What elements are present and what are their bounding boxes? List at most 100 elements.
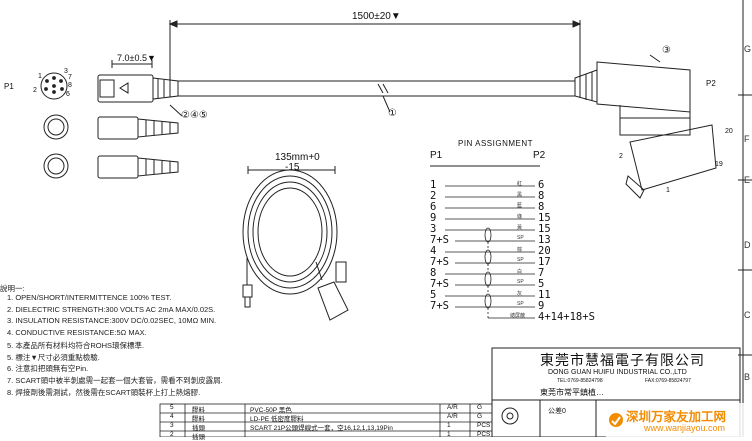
edge-letter: E bbox=[744, 175, 751, 185]
pin-right-value: 15 bbox=[538, 212, 551, 224]
pin-right-value: 11 bbox=[538, 289, 551, 301]
label-p1: P1 bbox=[4, 82, 14, 91]
pin-left-value: 1 bbox=[430, 179, 437, 191]
scart-label-1: 1 bbox=[666, 187, 670, 194]
pin-left-value: 7+S bbox=[430, 256, 449, 268]
din-pin-7: 7 bbox=[68, 74, 72, 81]
edge-letter: D bbox=[744, 240, 751, 250]
bom-cell-item: 5 bbox=[170, 404, 174, 411]
callout-1: ① bbox=[388, 108, 397, 119]
bom-cell-item: 4 bbox=[170, 413, 174, 420]
bom-cell-u2: PCS bbox=[477, 422, 491, 429]
din-face-bottom bbox=[43, 153, 69, 179]
dim-coil-top: 135mm+0 bbox=[275, 152, 320, 163]
scart-plug-side bbox=[574, 61, 691, 136]
scart-face bbox=[625, 124, 717, 199]
dim-strip-label: 7.0±0.5▼ bbox=[117, 53, 156, 63]
bom-cell-name: 插頭 bbox=[192, 425, 205, 432]
pin-right-value: 17 bbox=[538, 256, 551, 268]
bom-cell-spec: LD-PE 低密度膠料 bbox=[250, 416, 304, 423]
pin-wire-label: SP bbox=[517, 279, 524, 285]
edge-letter: F bbox=[744, 134, 750, 144]
pin-wire-label: SP bbox=[517, 235, 524, 241]
din-face-middle bbox=[43, 114, 69, 140]
pin-right-value: 4+14+18+S bbox=[538, 311, 595, 323]
bom-cell-spec: PVC-50P 黑色 bbox=[250, 407, 292, 414]
bom-cell-u2: G bbox=[477, 413, 483, 420]
pin-wire-label: 黃 bbox=[517, 225, 523, 231]
pin-left-value: 3 bbox=[430, 223, 437, 235]
scart-label-20: 20 bbox=[725, 128, 733, 135]
title-block bbox=[491, 347, 741, 437]
bom-table bbox=[159, 403, 493, 437]
note-item: 5. 標注▼尺寸必須重點檢驗. bbox=[7, 352, 100, 362]
tolerance-label: 公差0 bbox=[548, 408, 566, 415]
bom-cell-name: 膠料 bbox=[192, 407, 205, 414]
callout-3: ③ bbox=[662, 45, 671, 56]
pin-wire-label: 黑 bbox=[517, 192, 523, 198]
edge-letter: G bbox=[744, 44, 752, 54]
pin-wire-label: 藍 bbox=[517, 203, 523, 209]
pin-right-value: 15 bbox=[538, 223, 551, 235]
company-tel: TEL:0769-85824798 bbox=[557, 378, 603, 384]
pin-left-value: 7+S bbox=[430, 278, 449, 290]
bom-cell-u1: 1 bbox=[447, 422, 451, 429]
pin-right-value: 9 bbox=[538, 300, 545, 312]
din-pin-3: 3 bbox=[64, 68, 68, 75]
dim-coil-bottom: -15 bbox=[285, 162, 300, 173]
pin-left-value: 9 bbox=[430, 212, 437, 224]
scart-label-19: 19 bbox=[715, 161, 723, 168]
pin-col-left: P1 bbox=[430, 150, 443, 161]
note-item: 7. SCART頭中被半剝處需一起套一個大套管，需看不到剝皮露屑. bbox=[7, 375, 223, 385]
watermark-box: 深圳万家友加工网 www.wanjiayou.com bbox=[606, 403, 752, 437]
pin-right-value: 8 bbox=[538, 201, 545, 213]
pin-left-value: 5 bbox=[430, 289, 437, 301]
din-plug-middle bbox=[97, 116, 179, 140]
pin-wire-label: 白 bbox=[517, 269, 523, 275]
bom-cell-u1: A/R bbox=[447, 413, 458, 420]
company-name-cn: 東莞市慧福電子有限公司 bbox=[540, 353, 705, 369]
pin-right-value: 20 bbox=[538, 245, 551, 257]
pin-assignment-title: PIN ASSIGNMENT bbox=[458, 139, 534, 148]
dim-length-label: 1500±20▼ bbox=[352, 11, 401, 22]
pin-wire-label: SP bbox=[517, 257, 524, 263]
pin-left-value: 7+S bbox=[430, 300, 449, 312]
bom-cell-name: 插頭 bbox=[192, 434, 205, 441]
din-pin-1: 1 bbox=[38, 73, 42, 80]
bom-cell-u2: G bbox=[477, 404, 483, 411]
cable-coil bbox=[242, 169, 349, 321]
din-pin-6: 6 bbox=[66, 91, 70, 98]
pin-left-value: 4 bbox=[430, 245, 437, 257]
din-face-top bbox=[40, 72, 68, 100]
watermark-url: www.wanjiayou.com bbox=[644, 423, 726, 433]
note-item: 4. CONDUCTIVE RESISTANCE:5Ω MAX. bbox=[7, 328, 147, 338]
watermark-cn: 深圳万家友加工网 bbox=[626, 410, 727, 424]
pin-right-value: 8 bbox=[538, 190, 545, 202]
pin-wire-label: 灰 bbox=[517, 291, 523, 297]
din-plug-top bbox=[97, 74, 179, 103]
bom-cell-item: 3 bbox=[170, 422, 174, 429]
pin-right-value: 6 bbox=[538, 179, 545, 191]
pin-right-value: 13 bbox=[538, 234, 551, 246]
note-item: 3. INSULATION RESISTANCE:300V DC/0.02SEC… bbox=[7, 316, 217, 326]
note-item: 8. 焊接劑後需測試，然後需在SCART頭裝杯上打上熱熔膠. bbox=[7, 387, 201, 397]
company-name-en: DONG GUAN HUIFU INDUSTRIAL CO.,LTD bbox=[548, 369, 687, 376]
din-plug-bottom bbox=[97, 155, 179, 179]
edge-letter: C bbox=[744, 310, 751, 320]
din-pin-8: 8 bbox=[68, 82, 72, 89]
projection-symbol bbox=[501, 407, 519, 425]
pin-left-value: 7+S bbox=[430, 234, 449, 246]
edge-letter: B bbox=[744, 372, 751, 382]
pin-wire-label: 總屏蔽 bbox=[510, 313, 526, 319]
pin-wire-label: 綠 bbox=[517, 214, 523, 220]
pin-wire-label: SP bbox=[517, 301, 524, 307]
note-item: 6. 注意扣把頭無有空Pin. bbox=[7, 364, 89, 374]
pin-left-value: 6 bbox=[430, 201, 437, 213]
din-pin-2: 2 bbox=[33, 87, 37, 94]
note-item: 2. DIELECTRIC STRENGTH:300 VOLTS AC 2mA … bbox=[7, 304, 216, 314]
bom-cell-item: 2 bbox=[170, 431, 174, 438]
pin-left-value: 2 bbox=[430, 190, 437, 202]
pin-wire-label: 棕 bbox=[517, 247, 523, 253]
label-p2: P2 bbox=[706, 79, 716, 88]
